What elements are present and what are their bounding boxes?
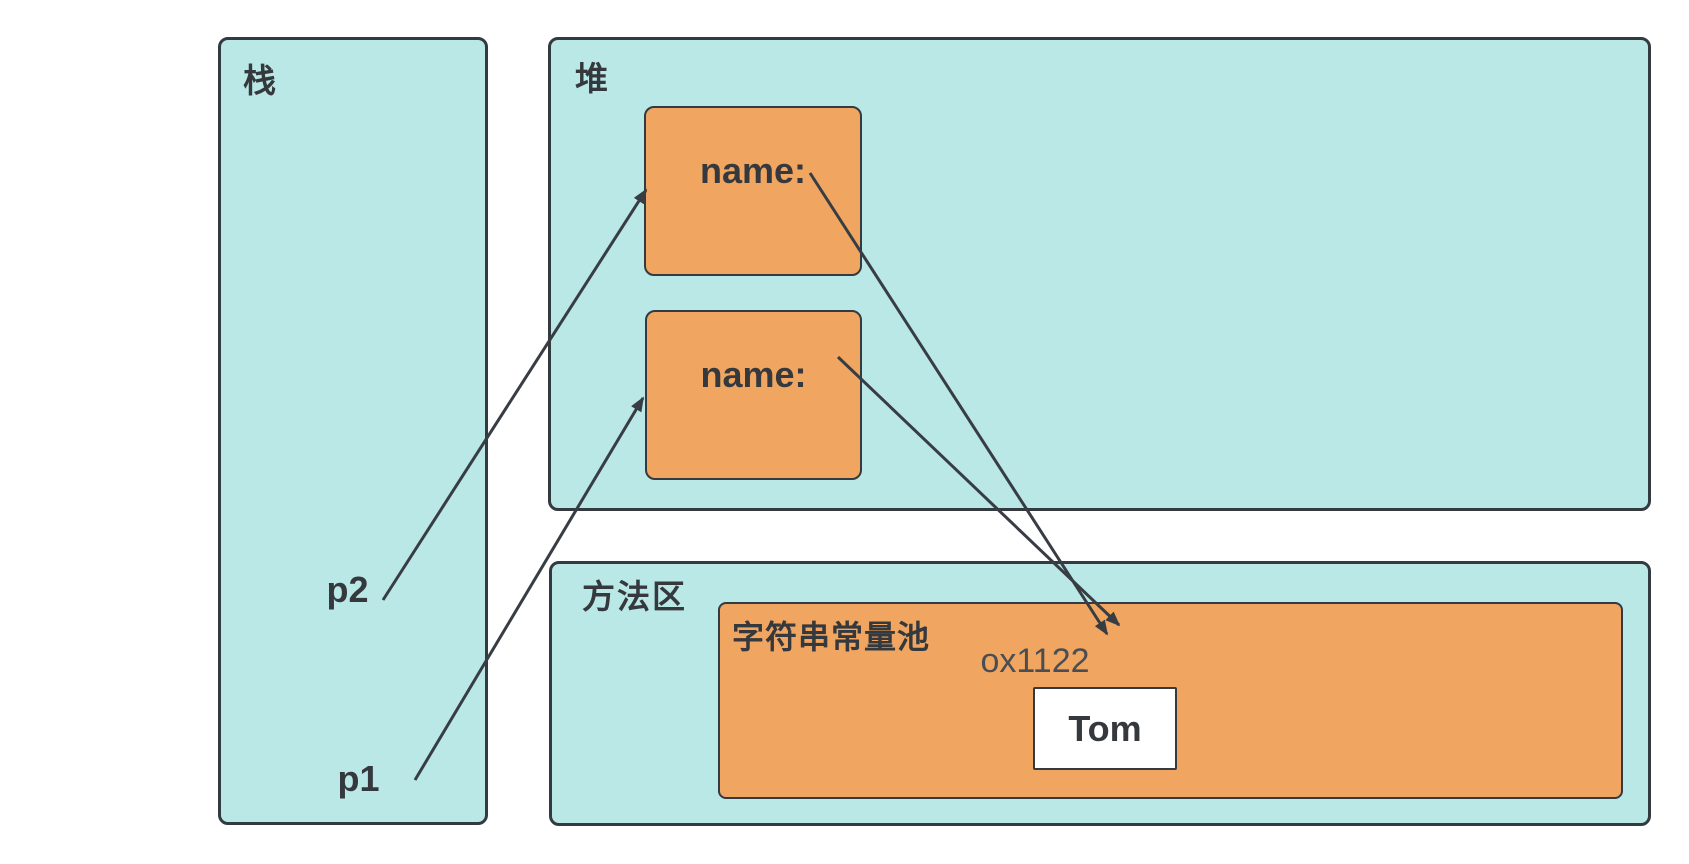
heap-region-label: 堆 (575, 60, 610, 97)
heap-object-2: name: (645, 310, 862, 480)
stack-var-p1: p1 (337, 758, 380, 799)
string-value-box: Tom (1033, 687, 1177, 770)
stack-region: 栈 (218, 37, 488, 825)
stack-var-p2: p2 (326, 569, 369, 610)
heap-object-1-name-field: name: (699, 150, 807, 191)
string-constant-pool-label: 字符串常量池 (732, 619, 931, 655)
method-area-region-label: 方法区 (582, 578, 687, 615)
stack-region-label: 栈 (243, 62, 278, 99)
heap-object-2-name-field: name: (700, 354, 807, 395)
string-pool-address: ox1122 (980, 642, 1090, 680)
heap-object-1: name: (644, 106, 862, 276)
